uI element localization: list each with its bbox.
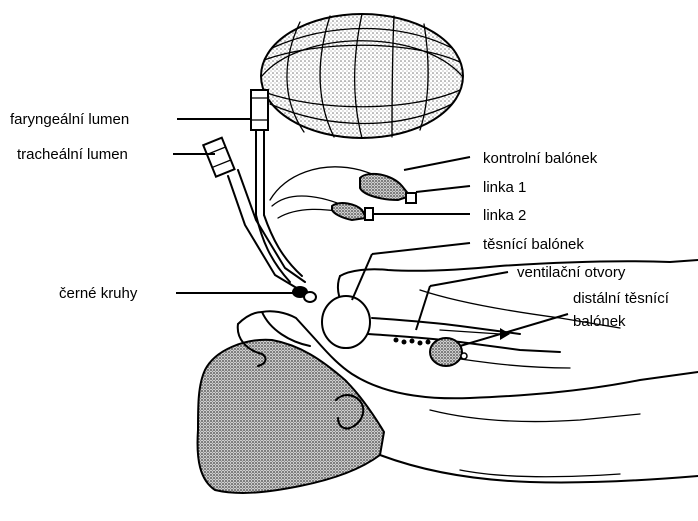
label-ventilation-holes: ventilační otvory — [517, 264, 626, 281]
label-distal-balloon-line2: balónek — [573, 313, 626, 330]
label-black-rings: černé kruhy — [59, 285, 138, 302]
ventilation-bag — [261, 14, 463, 138]
label-pharyngeal-lumen: faryngeální lumen — [10, 111, 129, 128]
sealing-balloon — [322, 296, 370, 348]
label-line-1: linka 1 — [483, 179, 526, 196]
pilot-balloon — [360, 174, 416, 203]
label-control-balloon: kontrolní balónek — [483, 150, 598, 167]
label-distal-balloon-line1: distální těsnící — [573, 290, 670, 307]
label-line-2: linka 2 — [483, 207, 526, 224]
label-tracheal-lumen: tracheální lumen — [17, 146, 128, 163]
line-2-connector — [332, 203, 373, 220]
label-sealing-balloon: těsnící balónek — [483, 236, 584, 253]
